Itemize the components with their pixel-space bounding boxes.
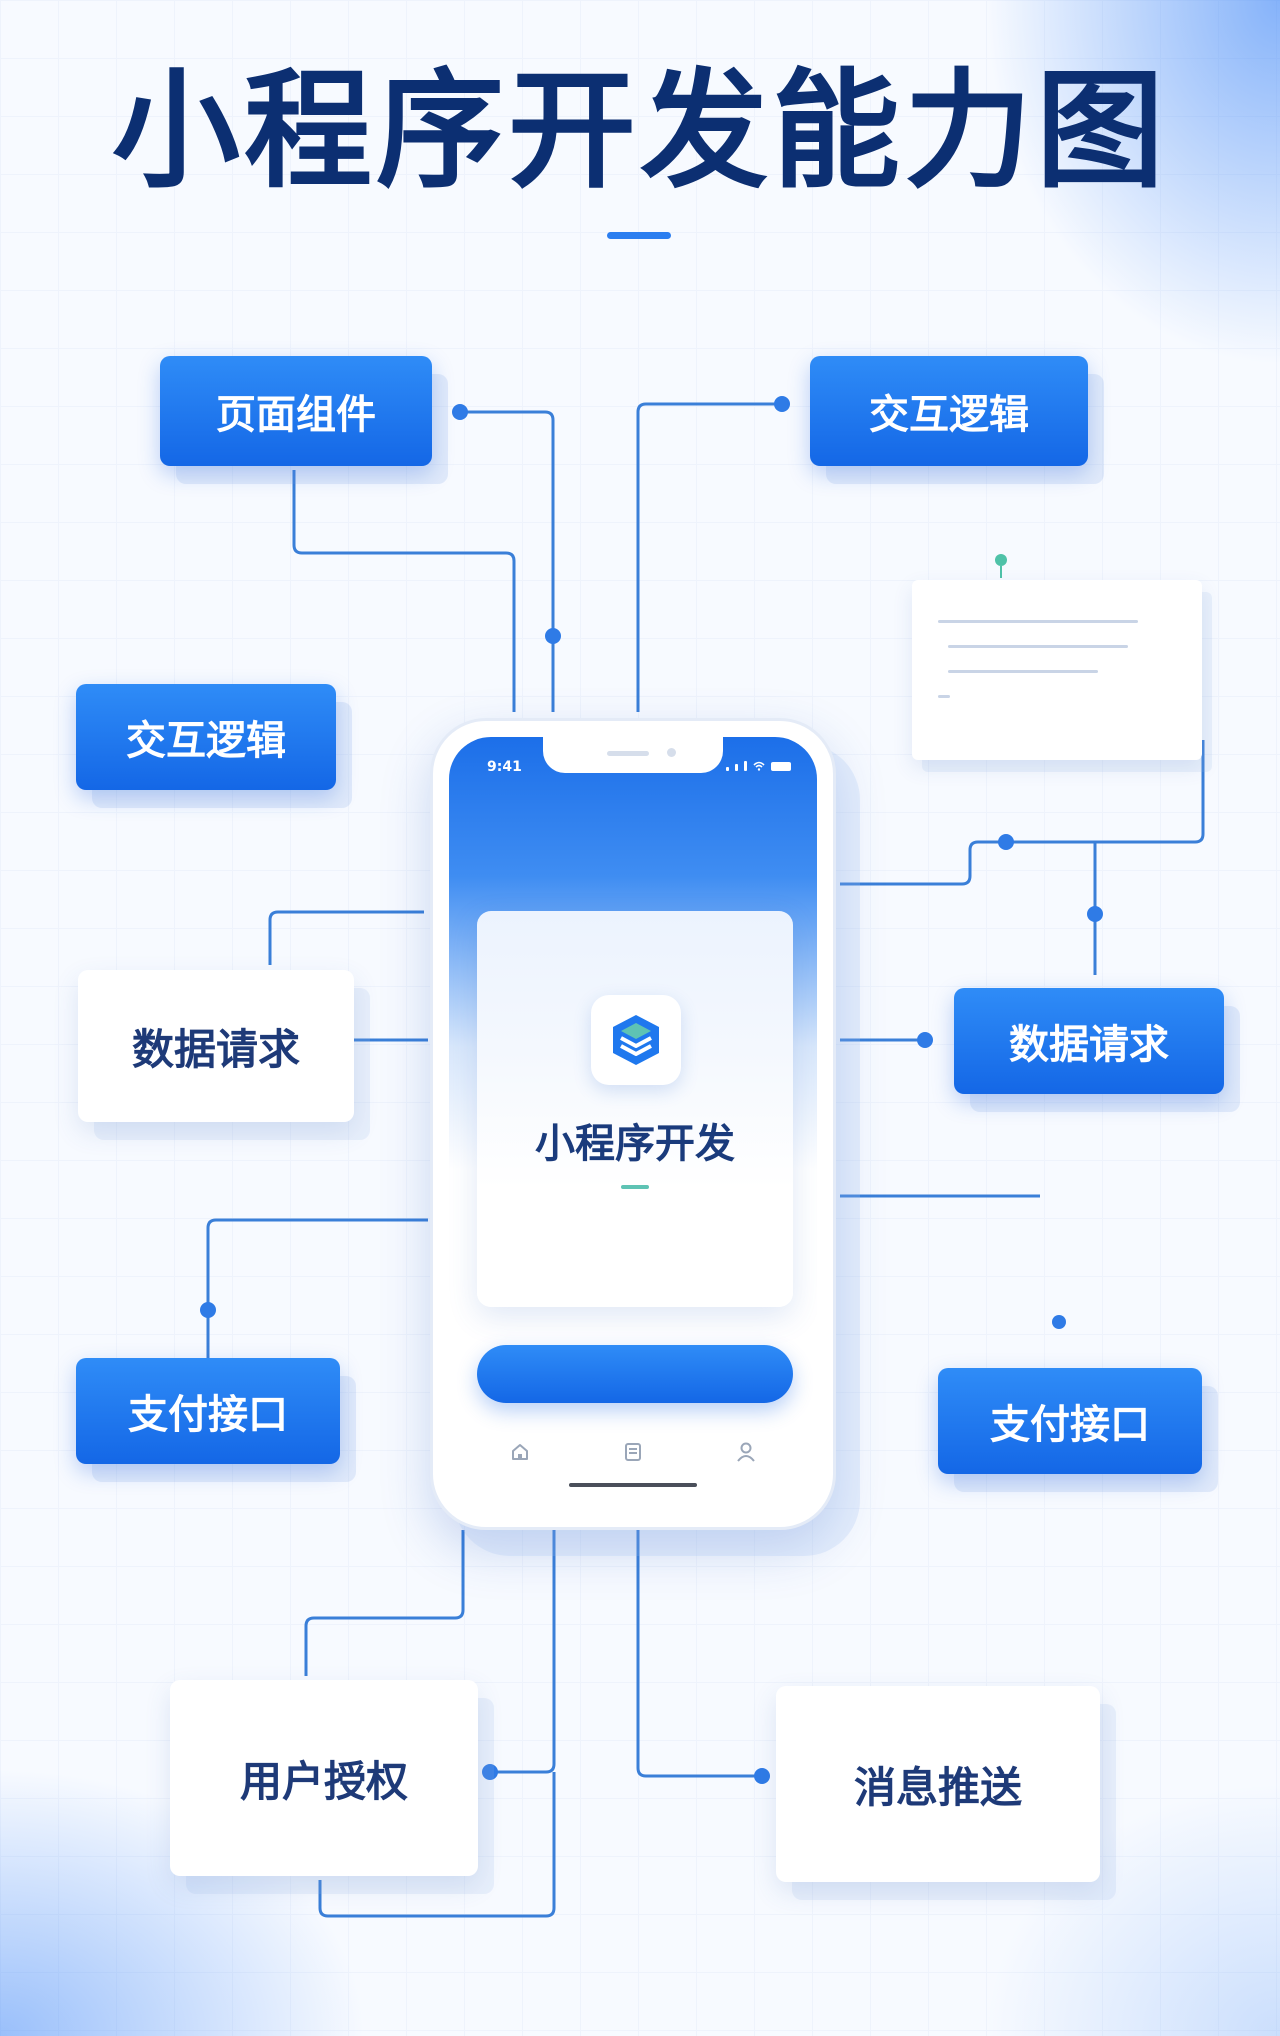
node-user-authorization: 用户授权 (170, 1680, 478, 1876)
node-interaction-logic-left: 交互逻辑 (76, 684, 336, 790)
phone-mockup: 9:41 小程序开发 (430, 718, 836, 1530)
code-line (938, 620, 1138, 623)
signal-icon (744, 761, 747, 771)
title-underline (607, 232, 671, 239)
user-icon[interactable] (731, 1437, 761, 1467)
node-payment-left: 支付接口 (76, 1358, 340, 1464)
status-time: 9:41 (487, 759, 522, 775)
app-name: 小程序开发 (535, 1121, 735, 1167)
node-message-push: 消息推送 (776, 1686, 1100, 1882)
document-icon[interactable] (618, 1437, 648, 1467)
signal-icon (735, 764, 738, 771)
tab-bar (449, 1437, 817, 1477)
home-icon[interactable] (505, 1437, 535, 1467)
code-snippet-panel (912, 580, 1202, 760)
code-line (948, 670, 1098, 673)
page-title: 小程序开发能力图 (111, 57, 1168, 206)
battery-icon (771, 762, 791, 771)
camera-icon (667, 748, 676, 757)
app-name-underline (621, 1185, 649, 1189)
wifi-icon (753, 761, 765, 771)
speaker-icon (607, 751, 649, 756)
phone-notch (543, 737, 723, 773)
node-interaction-logic-top: 交互逻辑 (810, 356, 1088, 466)
node-data-request-left: 数据请求 (78, 970, 354, 1122)
node-page-components: 页面组件 (160, 356, 432, 466)
app-card: 小程序开发 (477, 911, 793, 1307)
code-line (948, 645, 1128, 648)
phone-screen: 9:41 小程序开发 (449, 737, 817, 1511)
home-indicator (569, 1483, 697, 1487)
signal-icon (726, 767, 729, 771)
status-icons (726, 761, 791, 771)
primary-action-button[interactable] (477, 1345, 793, 1403)
layered-cube-logo-icon (591, 995, 681, 1085)
node-payment-right: 支付接口 (938, 1368, 1202, 1474)
code-line (938, 695, 950, 698)
node-data-request-right: 数据请求 (954, 988, 1224, 1094)
